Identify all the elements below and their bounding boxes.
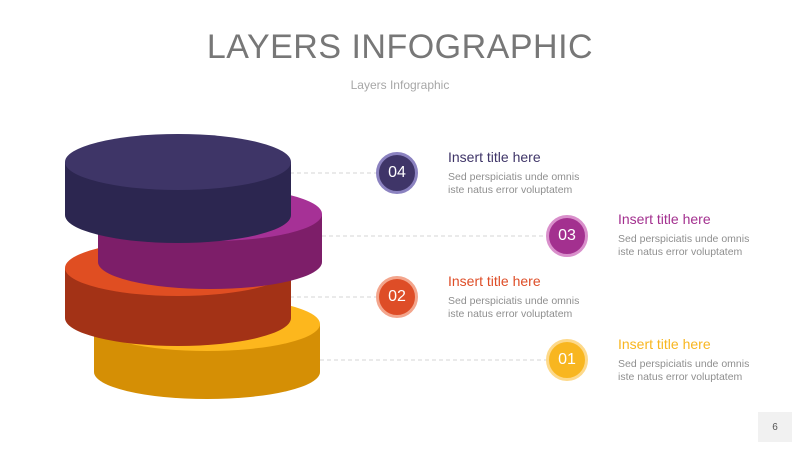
item-02: Insert title here Sed perspiciatis unde … [448, 273, 588, 321]
page-number: 6 [758, 412, 792, 442]
step-badge-02: 02 [376, 276, 418, 318]
item-04-title: Insert title here [448, 149, 541, 165]
item-04: Insert title here Sed perspiciatis unde … [448, 149, 588, 197]
step-number-03: 03 [558, 227, 576, 244]
step-number-02: 02 [388, 288, 406, 305]
item-03-title: Insert title here [618, 211, 711, 227]
item-03: Insert title here Sed perspiciatis unde … [618, 211, 758, 259]
item-02-desc-line-2: iste natus error voluptatem [448, 308, 573, 320]
step-number-01: 01 [558, 351, 576, 368]
item-02-title: Insert title here [448, 273, 541, 289]
step-badge-01: 01 [546, 339, 588, 381]
item-02-description: Sed perspiciatis unde omnis iste natus e… [448, 295, 588, 321]
item-03-description: Sed perspiciatis unde omnis iste natus e… [618, 233, 758, 259]
layer-04 [65, 134, 291, 243]
item-01-desc-line-2: iste natus error voluptatem [618, 371, 743, 383]
page-subtitle: Layers Infographic [350, 78, 450, 92]
item-01-title: Insert title here [618, 336, 711, 352]
step-badge-04: 04 [376, 152, 418, 194]
step-number-04: 04 [388, 164, 406, 181]
item-04-desc-line-1: Sed perspiciatis unde omnis [448, 171, 580, 183]
page-title: LAYERS INFOGRAPHIC [206, 28, 594, 66]
step-badge-03: 03 [546, 215, 588, 257]
item-03-desc-line-2: iste natus error voluptatem [618, 246, 743, 258]
item-01-desc-line-1: Sed perspiciatis unde omnis [618, 358, 750, 370]
item-01: Insert title here Sed perspiciatis unde … [618, 336, 758, 384]
item-03-desc-line-1: Sed perspiciatis unde omnis [618, 233, 750, 245]
item-04-desc-line-2: iste natus error voluptatem [448, 184, 573, 196]
item-02-desc-line-1: Sed perspiciatis unde omnis [448, 295, 580, 307]
item-01-description: Sed perspiciatis unde omnis iste natus e… [618, 358, 758, 384]
item-04-description: Sed perspiciatis unde omnis iste natus e… [448, 171, 588, 197]
